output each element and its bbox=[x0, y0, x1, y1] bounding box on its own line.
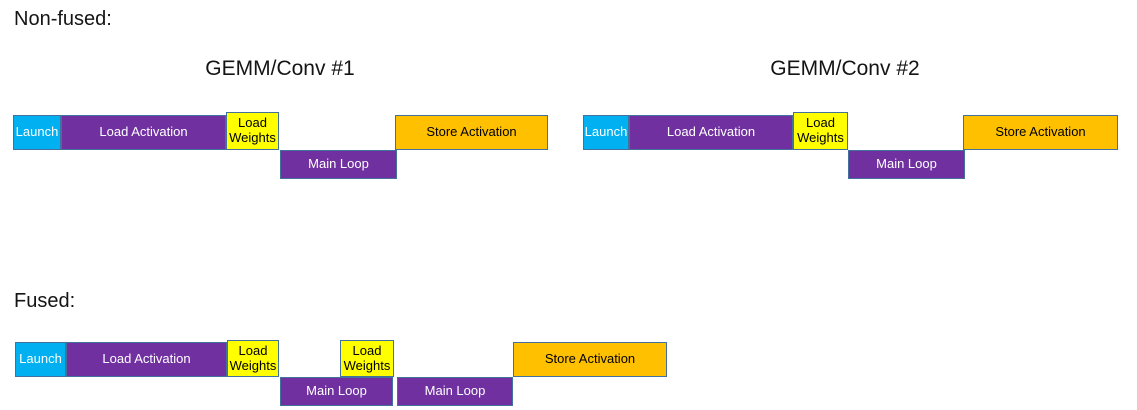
fused-launch-box: Launch bbox=[15, 342, 66, 377]
nonfused-g2-load-activation-box: Load Activation bbox=[629, 115, 793, 150]
fused-main-loop-2-box: Main Loop bbox=[397, 377, 513, 406]
fused-main-loop-1-box: Main Loop bbox=[280, 377, 393, 406]
nonfused-g1-load-weights-box: Load Weights bbox=[226, 112, 279, 150]
fused-load-weights-2-box: Load Weights bbox=[340, 340, 394, 377]
nonfused-g1-main-loop-box: Main Loop bbox=[280, 150, 397, 179]
gemm-conv-2-title: GEMM/Conv #2 bbox=[770, 57, 920, 80]
fused-load-activation-box: Load Activation bbox=[66, 342, 227, 377]
nonfused-g2-main-loop-box: Main Loop bbox=[848, 150, 965, 179]
fused-load-weights-1-box: Load Weights bbox=[227, 340, 279, 377]
nonfused-g2-launch-box: Launch bbox=[583, 115, 629, 150]
nonfused-g2-store-activation-box: Store Activation bbox=[963, 115, 1118, 150]
gemm-conv-1-title: GEMM/Conv #1 bbox=[205, 57, 355, 80]
nonfused-section-label: Non-fused: bbox=[14, 8, 112, 30]
nonfused-g1-store-activation-box: Store Activation bbox=[395, 115, 548, 150]
nonfused-g1-launch-box: Launch bbox=[13, 115, 61, 150]
nonfused-g1-load-activation-box: Load Activation bbox=[61, 115, 226, 150]
nonfused-g2-load-weights-box: Load Weights bbox=[793, 112, 848, 150]
fused-store-activation-box: Store Activation bbox=[513, 342, 667, 377]
fused-section-label: Fused: bbox=[14, 290, 76, 312]
